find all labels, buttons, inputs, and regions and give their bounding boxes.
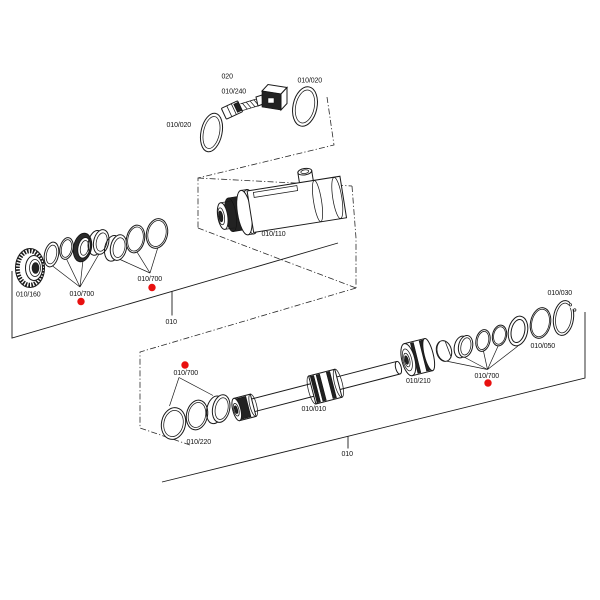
part-bottom-ring-2-drawing [185,399,209,431]
label-lock-nut-010-160[interactable]: 010/160 [16,292,41,299]
part-bottom-sleeve-drawing [205,394,231,425]
label-seal-set-right[interactable]: 010/700 [475,373,500,380]
group-bracket-bottom [161,312,586,483]
part-right-ring-2-drawing [475,329,491,352]
part-right-ring-3-drawing [491,324,508,347]
part-sleeve-ring-drawing [103,234,128,262]
part-oring-thick-drawing [507,315,529,347]
label-oring-top-left[interactable]: 010/020 [167,122,192,129]
part-right-ring-1-drawing [453,334,474,359]
part-seal-ring-1-drawing [43,241,60,268]
seal-kit-markers [77,283,492,387]
part-piston-rod-drawing [231,360,403,422]
seal-kit-marker-bottom[interactable] [181,361,189,369]
label-snap-ring-010-030[interactable]: 010/030 [548,290,573,297]
label-group-020[interactable]: 020 [222,74,234,81]
label-seal-set-left[interactable]: 010/700 [70,291,95,298]
group-bracket-left [11,242,339,339]
part-oring-top-right-drawing [292,86,318,127]
part-split-washer-drawing [435,340,453,362]
part-cylinder-drawing [216,167,348,236]
part-oring-top-left-drawing [199,112,224,153]
part-seal-ring-3-drawing [72,232,93,263]
label-cylinder-010-110[interactable]: 010/110 [262,231,286,238]
seal-kit-marker-right[interactable] [484,379,492,387]
label-oring-top-right[interactable]: 010/020 [298,78,323,85]
part-oring-mid-2-drawing [145,218,169,249]
label-oring-010-050[interactable]: 010/050 [531,343,556,350]
label-group-left-010[interactable]: 010 [166,319,178,326]
part-solenoid-drawing [255,83,289,112]
part-snap-ring-drawing [552,299,581,336]
label-bushing-010-210[interactable]: 010/210 [406,378,431,385]
part-lock-nut-drawing [15,248,45,288]
leader-lines [49,246,519,407]
seal-kit-marker-left[interactable] [77,297,85,306]
label-seal-set-bottom[interactable]: 010/700 [174,370,199,377]
part-bottom-ring-1-drawing [160,407,187,440]
part-connector-plug-drawing [221,100,243,120]
label-solenoid-010-240[interactable]: 010/240 [222,89,247,96]
label-piston-rod-010-010[interactable]: 010/010 [302,406,327,413]
label-seal-set-mid[interactable]: 010/700 [138,276,163,283]
seal-kit-marker-mid[interactable] [148,283,156,292]
part-oring-050-drawing [529,307,552,339]
part-seal-ring-2-drawing [59,237,74,260]
part-bushing-drawing [400,337,436,377]
label-group-bottom-010[interactable]: 010 [342,451,354,458]
label-ring-set-010-220[interactable]: 010/220 [187,439,212,446]
part-oring-mid-1-drawing [125,224,146,254]
part-number-labels: 020 010/240 010/020 010/020 010/110 010/… [16,74,572,459]
